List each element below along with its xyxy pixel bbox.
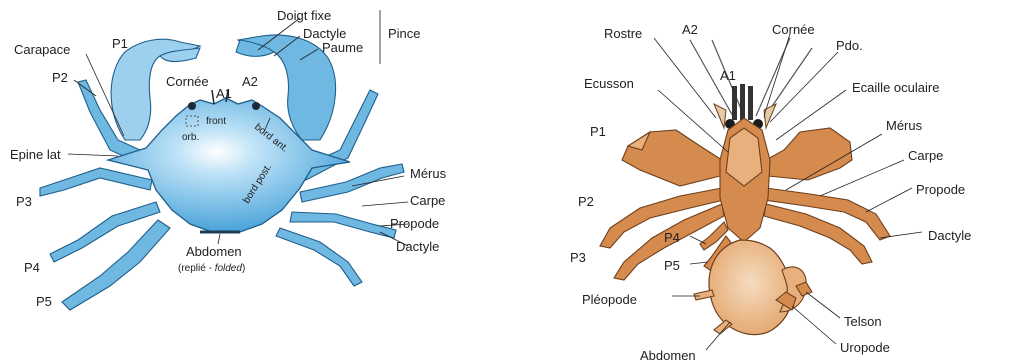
crab-leg-left-p5 [62,220,170,310]
label-hermit-p4: P4 [664,230,680,245]
hermit-ocular-scale-left [714,104,726,128]
label-crab-p2: P2 [52,70,68,85]
label-crab-abdomen-note: (replié - folded) [178,263,245,274]
label-pleopode: Pléopode [582,292,637,307]
label-pince: Pince [388,26,421,41]
crab-right-eye [252,102,260,110]
label-front: front [206,116,226,127]
label-crab-p5: P5 [36,294,52,309]
hermit-ocular-scale-right [764,104,776,128]
label-hermit-carpe: Carpe [908,148,943,163]
label-rostre: Rostre [604,26,642,41]
crab-leg-left-p3 [40,168,152,196]
label-crab-p4: P4 [24,260,40,275]
label-paume: Paume [322,40,363,55]
label-hermit-p5: P5 [664,258,680,273]
label-dactyle-pince: Dactyle [303,26,346,41]
label-hermit-p1: P1 [590,124,606,139]
crab-antenna-a1 [212,90,214,104]
label-epine-lat: Epine lat [10,147,61,162]
crab-left-eye [188,102,196,110]
label-orb: orb. [182,132,199,143]
crab-leg-right-p4 [290,212,396,238]
label-hermit-a1: A1 [720,68,736,83]
label-hermit-merus: Mérus [886,118,923,133]
label-hermit-propode: Propode [916,182,965,197]
label-hermit-abdomen: Abdomen [640,348,696,363]
hermit-antenna-a1-mid [740,84,745,120]
label-crab-p3: P3 [16,194,32,209]
hermit-abdomen [709,240,792,335]
label-ecaille-oculaire: Ecaille oculaire [852,80,939,95]
label-carapace: Carapace [14,42,70,57]
hermit-left-claw [622,130,722,186]
label-hermit-dactyle: Dactyle [928,228,971,243]
hermit-antenna-a1-left [732,86,737,120]
label-crab-a2: A2 [242,74,258,89]
label-ecusson: Ecusson [584,76,634,91]
label-uropode: Uropode [840,340,890,355]
label-crab-merus: Mérus [410,166,447,181]
hermit-right-claw [766,128,852,180]
hermit-crab-drawing [600,38,890,335]
label-crab-p1: P1 [112,36,128,51]
label-crab-cornee: Cornée [166,74,209,89]
label-pdo: Pdo. [836,38,863,53]
label-crab-abdomen: Abdomen [186,244,242,259]
crab-leg-right-p5 [276,228,362,286]
label-hermit-p2: P2 [578,194,594,209]
label-hermit-cornee: Cornée [772,22,815,37]
label-doigt-fixe: Doigt fixe [277,8,331,23]
label-hermit-p3: P3 [570,250,586,265]
label-telson: Telson [844,314,882,329]
label-crab-propode: Propode [390,216,439,231]
label-crab-carpe: Carpe [410,193,445,208]
label-hermit-a2: A2 [682,22,698,37]
label-crab-dactyle: Dactyle [396,239,439,254]
label-crab-a1: A1 [216,86,232,101]
hermit-antenna-a1-right [748,86,753,120]
